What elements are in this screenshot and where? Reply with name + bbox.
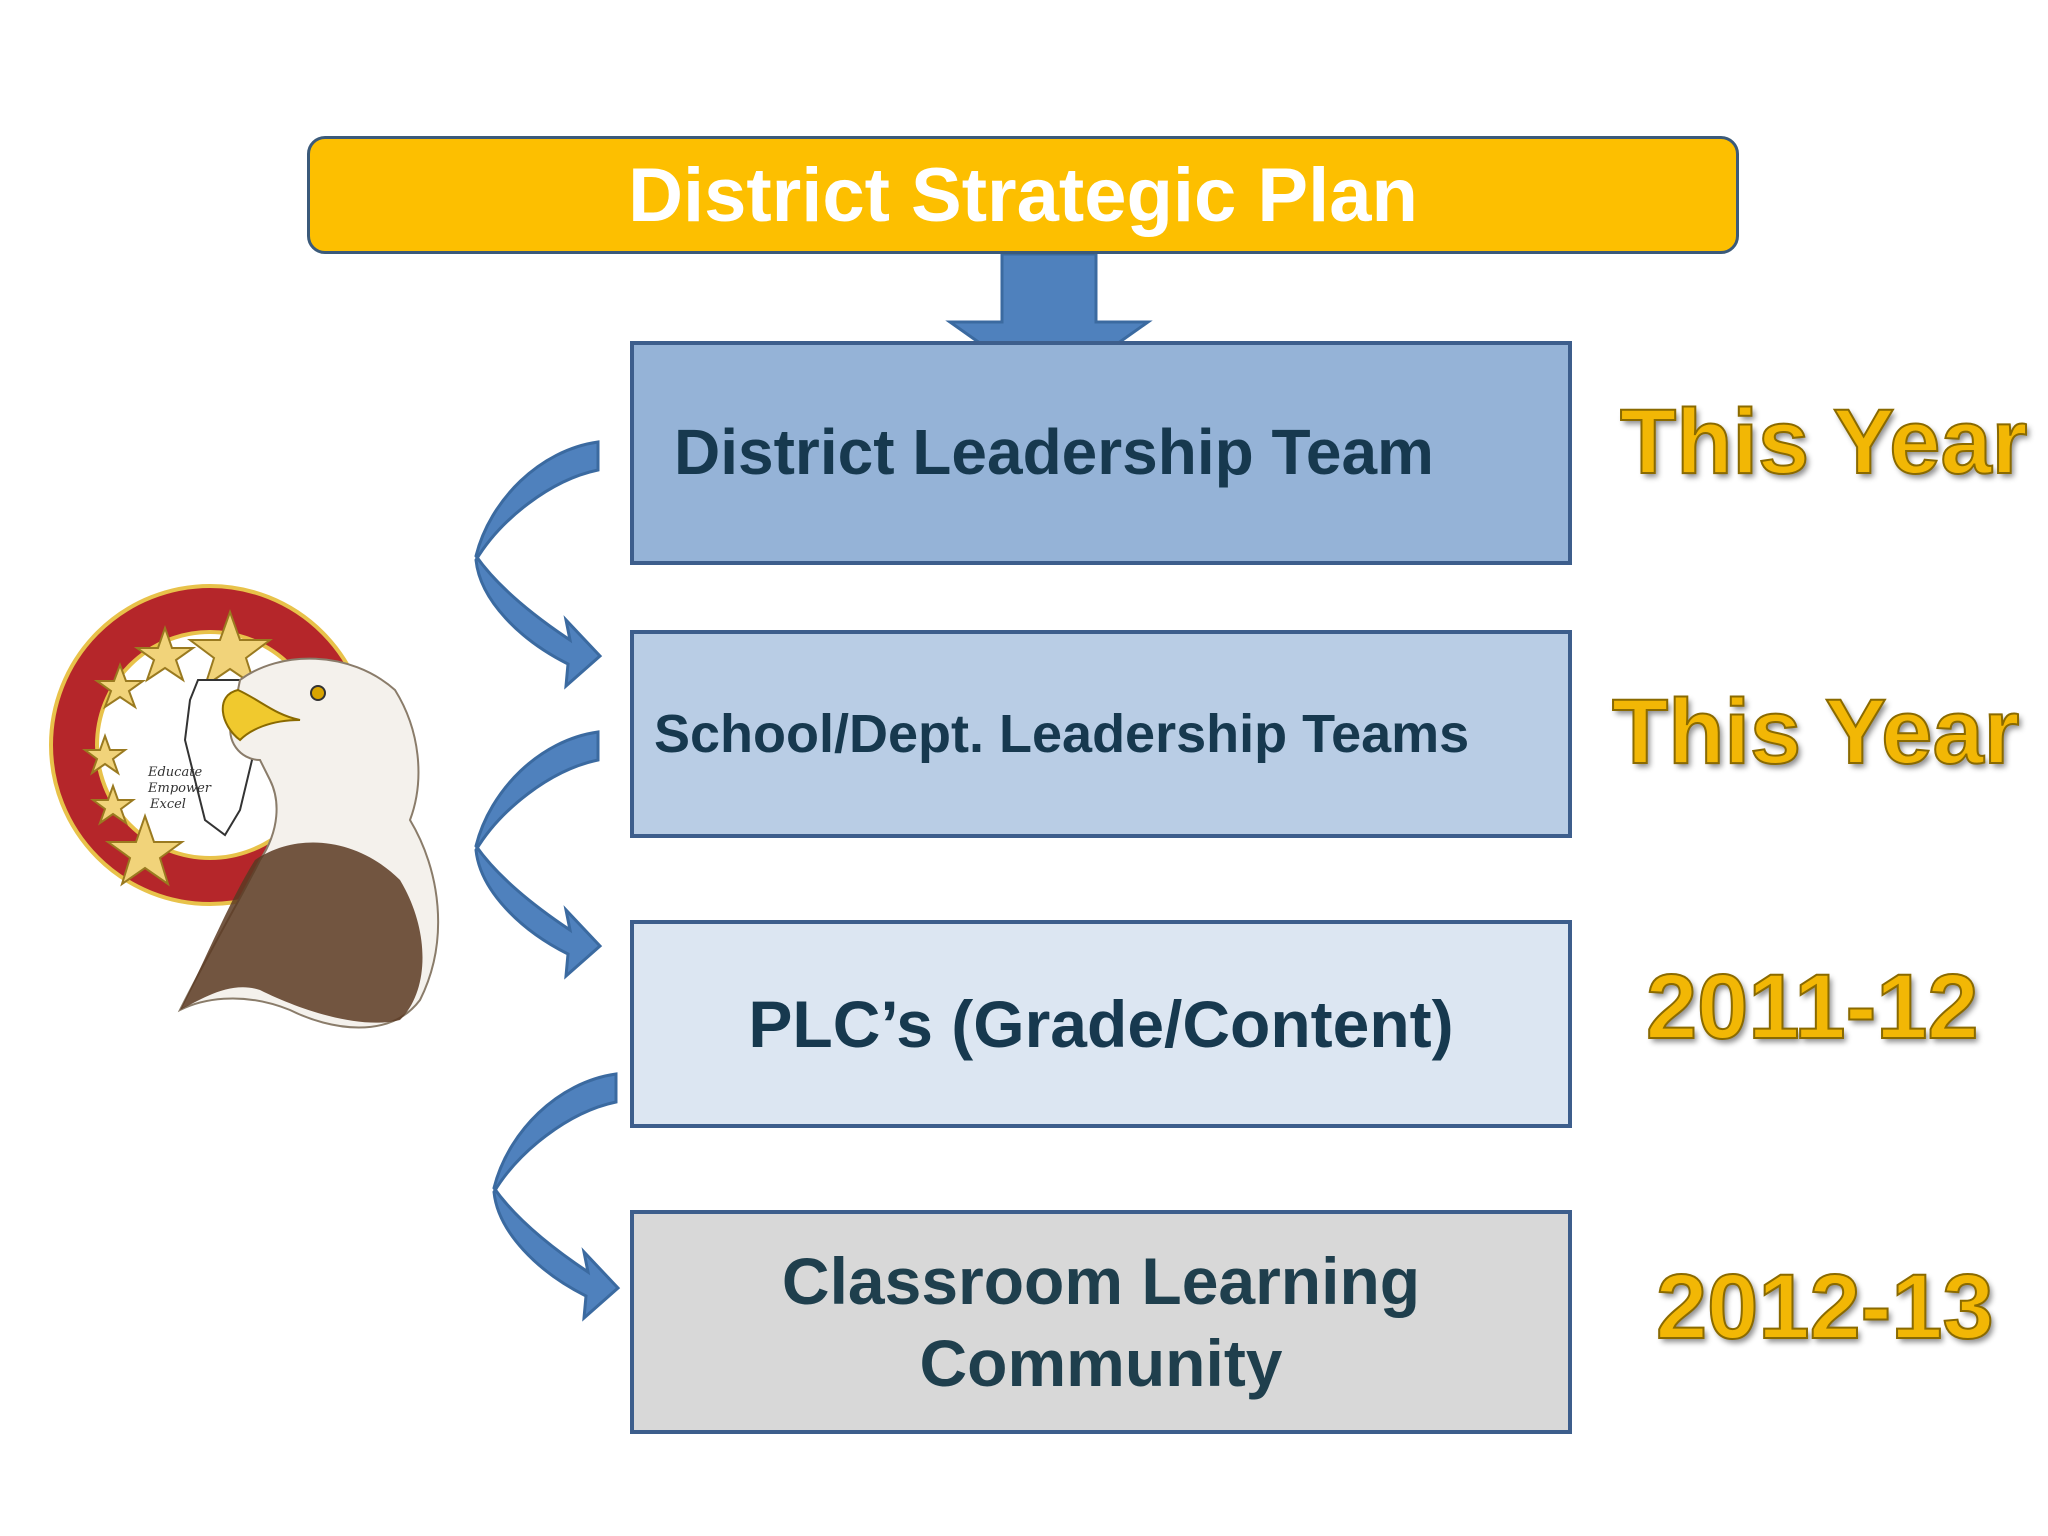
- year-label-2: This Year: [1611, 680, 2020, 784]
- level-4-label-line1: Classroom Learning: [781, 1244, 1421, 1318]
- level-3-label: PLC’s (Grade/Content): [748, 987, 1454, 1061]
- star-icon: [90, 783, 136, 826]
- level-plcs: PLC’s (Grade/Content): [630, 920, 1572, 1128]
- level-4-label-line2: Community: [919, 1326, 1283, 1400]
- star-icon: [133, 624, 197, 683]
- year-label-3: 2011-12: [1645, 955, 1980, 1059]
- level-1-label: District Leadership Team: [674, 416, 1434, 488]
- curved-arrow-3: [492, 1072, 621, 1322]
- curved-arrow-2: [474, 730, 603, 980]
- district-strategic-plan-title: District Strategic Plan: [628, 152, 1418, 238]
- level-district-leadership-team: District Leadership Team: [630, 341, 1572, 565]
- level-classroom-learning-community: Classroom Learning Community: [630, 1210, 1572, 1434]
- curved-arrow-1: [474, 440, 603, 690]
- year-label-1: This Year: [1619, 390, 2028, 494]
- star-icon: [104, 812, 186, 887]
- star-icon: [93, 662, 147, 710]
- logo-motto-1: Educate: [147, 765, 202, 780]
- level-school-dept-leadership-teams: School/Dept. Leadership Teams: [630, 630, 1572, 838]
- district-logo: Educate Empower Excel: [49, 584, 440, 1029]
- year-label-4: 2012-13: [1655, 1255, 1995, 1359]
- logo-motto-2: Empower: [147, 781, 212, 796]
- eagle-beak-icon: [221, 688, 301, 742]
- district-strategic-plan-box: District Strategic Plan: [307, 136, 1739, 254]
- star-icon: [187, 609, 273, 689]
- logo-motto-3: Excel: [149, 797, 186, 812]
- star-icon: [82, 733, 128, 776]
- level-2-label: School/Dept. Leadership Teams: [654, 704, 1470, 764]
